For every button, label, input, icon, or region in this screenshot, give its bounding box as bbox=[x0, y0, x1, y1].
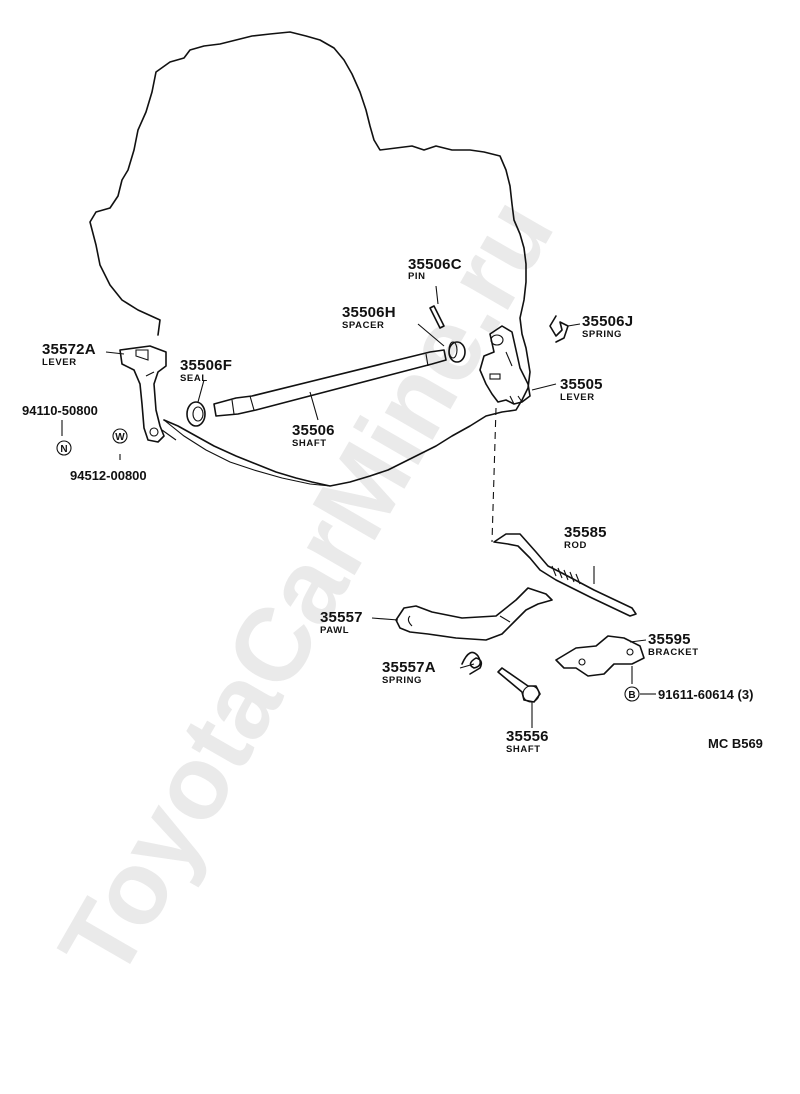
part-label-35572a: 35572A LEVER bbox=[42, 341, 96, 368]
part-label-35506: 35506 SHAFT bbox=[292, 422, 335, 449]
part-label-35505: 35505 LEVER bbox=[560, 376, 603, 403]
fastener-symbol-circle bbox=[112, 428, 128, 444]
fastener-91611-60614: B 91611-60614 (3) bbox=[624, 686, 753, 702]
fastener-94512-00800: W 94512-00800 bbox=[70, 428, 147, 483]
fastener-number: 91611-60614 (3) bbox=[658, 687, 753, 702]
part-number: 35506 bbox=[292, 422, 335, 439]
part-number: 35505 bbox=[560, 376, 603, 393]
fastener-symbol: W bbox=[115, 432, 125, 443]
figure-code: MC B569 bbox=[708, 736, 763, 751]
part-label-35506j: 35506J SPRING bbox=[582, 313, 633, 340]
rod-35585-drawing bbox=[493, 533, 637, 617]
part-number: 35585 bbox=[564, 524, 607, 541]
part-number: 35557 bbox=[320, 609, 363, 626]
part-label-35506h: 35506H SPACER bbox=[342, 304, 396, 331]
lever-35505-drawing bbox=[479, 325, 531, 405]
spring-35506j-drawing bbox=[549, 315, 569, 343]
part-name: PIN bbox=[408, 271, 426, 282]
part-name: SPRING bbox=[582, 329, 622, 340]
part-number: 35506F bbox=[180, 357, 232, 374]
part-number: 35506J bbox=[582, 313, 633, 330]
part-number: 35556 bbox=[506, 728, 549, 745]
part-label-35585: 35585 ROD bbox=[564, 524, 607, 551]
shaft-35556-drawing bbox=[497, 667, 541, 703]
part-label-35557: 35557 PAWL bbox=[320, 609, 363, 636]
part-label-35556: 35556 SHAFT bbox=[506, 728, 549, 755]
spring-35557a-drawing bbox=[461, 651, 483, 675]
part-name: SHAFT bbox=[292, 438, 327, 449]
fastener-symbol: N bbox=[60, 444, 67, 455]
part-number: 35506C bbox=[408, 256, 462, 273]
part-name: SHAFT bbox=[506, 744, 541, 755]
part-name: BRACKET bbox=[648, 647, 699, 658]
fastener-symbol-circle bbox=[56, 440, 72, 456]
part-name: SEAL bbox=[180, 373, 208, 384]
shaft-35506-drawing bbox=[213, 349, 447, 417]
part-name: LEVER bbox=[42, 357, 77, 368]
leader-lines bbox=[61, 285, 656, 728]
case-flange-line bbox=[163, 419, 331, 487]
part-name: ROD bbox=[564, 540, 587, 551]
seal-35506f-drawing bbox=[186, 401, 206, 427]
fastener-symbol: B bbox=[628, 690, 635, 701]
watermark: ToyotaCarMine.ru bbox=[37, 180, 576, 997]
pin-35506c-drawing bbox=[429, 305, 445, 329]
fastener-number: 94512-00800 bbox=[70, 468, 147, 483]
transmission-case-outline bbox=[89, 31, 531, 487]
fastener-number: 94110-50800 bbox=[22, 403, 98, 418]
part-label-35557a: 35557A SPRING bbox=[382, 659, 436, 686]
part-name: PAWL bbox=[320, 625, 349, 636]
pawl-35557-drawing bbox=[395, 587, 553, 641]
part-number: 35557A bbox=[382, 659, 436, 676]
part-label-35506c: 35506C PIN bbox=[408, 256, 462, 282]
bracket-35595-drawing bbox=[555, 635, 645, 677]
part-name: LEVER bbox=[560, 392, 595, 403]
lever-35572a-drawing bbox=[119, 345, 167, 443]
spacer-35506h-drawing bbox=[448, 341, 466, 363]
part-number: 35595 bbox=[648, 631, 691, 648]
part-name: SPACER bbox=[342, 320, 385, 331]
part-number: 35572A bbox=[42, 341, 96, 358]
part-name: SPRING bbox=[382, 675, 422, 686]
part-label-35595: 35595 BRACKET bbox=[648, 631, 699, 658]
part-label-35506f: 35506F SEAL bbox=[180, 357, 232, 384]
fastener-94110-50800: 94110-50800 N bbox=[22, 403, 98, 456]
part-number: 35506H bbox=[342, 304, 396, 321]
fastener-symbol-circle bbox=[624, 686, 640, 702]
